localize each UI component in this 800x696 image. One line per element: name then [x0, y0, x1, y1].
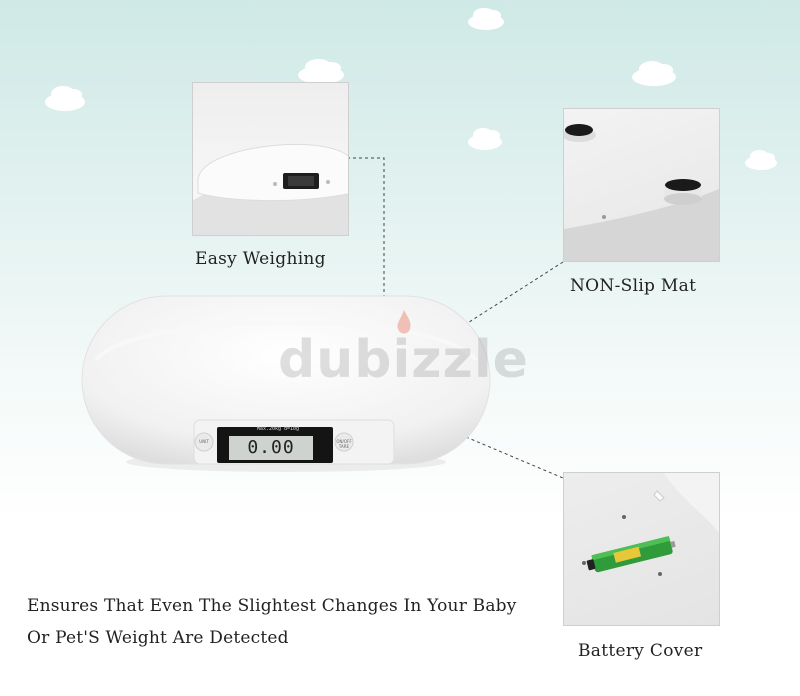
easy-weighing-image	[192, 82, 349, 236]
non-slip-mat-image	[563, 108, 720, 262]
battery-cover-caption: Battery Cover	[578, 641, 703, 661]
battery-cover-image	[563, 472, 720, 626]
scale-top-label: Max.20kg d=10g	[256, 426, 300, 432]
cloud-decoration	[298, 58, 344, 84]
cloud-decoration	[632, 60, 676, 86]
cloud-decoration	[45, 85, 85, 111]
flame-icon	[397, 310, 411, 334]
cloud-decoration	[745, 150, 777, 170]
watermark-logo: dubizzle	[278, 330, 529, 390]
cloud-decoration	[468, 7, 504, 30]
non-slip-mat-caption: NON-Slip Mat	[570, 276, 697, 296]
on-off-tare-button: ON/OFF TARE	[336, 439, 352, 449]
easy-weighing-caption: Easy Weighing	[195, 249, 326, 269]
scale-lcd-reading: 0.00	[247, 437, 295, 458]
description-line-1: Ensures That Even The Slightest Changes …	[27, 596, 517, 616]
cloud-decoration	[468, 127, 502, 150]
baby-scale-image: Max.20kg d=10g 0.00 UNIT ON/OFF TARE	[76, 290, 496, 475]
unit-button: UNIT	[199, 439, 209, 444]
description-line-2: Or Pet'S Weight Are Detected	[27, 628, 289, 648]
